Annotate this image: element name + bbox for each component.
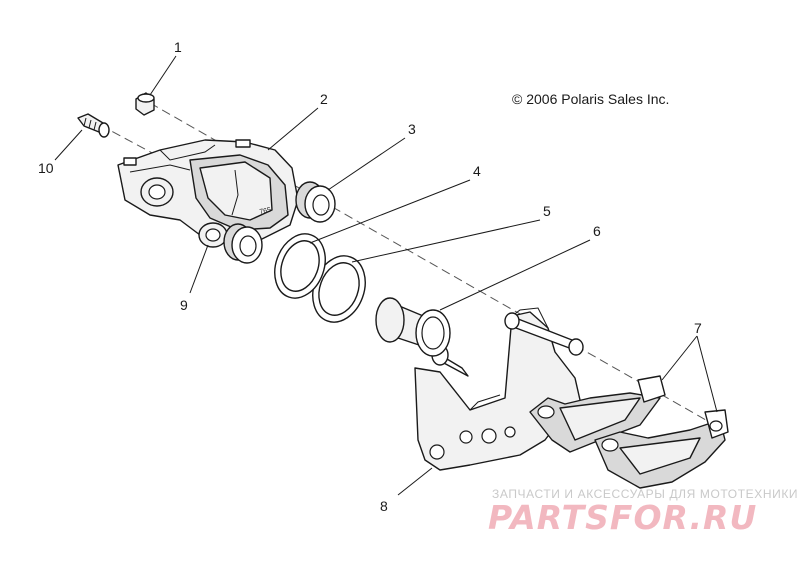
- part-7-brake-pad-inner: [529, 375, 666, 453]
- copyright-notice: © 2006 Polaris Sales Inc.: [512, 91, 670, 107]
- callout-3: 3: [408, 121, 416, 137]
- callout-10: 10: [38, 160, 54, 176]
- part-2-caliper-body: 765: [117, 139, 299, 248]
- part-7-brake-pad-outer: [594, 409, 729, 489]
- callout-labels: 1 2 3 4 5 6 7 8 9 10: [38, 39, 702, 514]
- leader-lines: [54, 55, 718, 496]
- part-10-bleeder-screw: [77, 113, 110, 138]
- callout-2: 2: [320, 91, 328, 107]
- callout-5: 5: [543, 203, 551, 219]
- callout-9: 9: [180, 297, 188, 313]
- callout-7: 7: [694, 320, 702, 336]
- part-3-caliper-piston: [295, 181, 336, 223]
- callout-8: 8: [380, 498, 388, 514]
- part-8-mounting-bracket: [414, 307, 581, 471]
- part-1-bleeder-cap: [135, 92, 155, 116]
- callout-6: 6: [593, 223, 601, 239]
- callout-1: 1: [174, 39, 182, 55]
- part-4-seal-ring: [274, 233, 326, 299]
- caliper-marking: 765: [259, 207, 272, 216]
- part-5-seal-ring: [312, 255, 366, 323]
- watermark-logo: PARTSFOR.RU: [488, 498, 758, 537]
- watermark-caption: ЗАПЧАСТИ И АКСЕССУАРЫ ДЛЯ МОТОТЕХНИКИ: [492, 487, 799, 501]
- part-6-piston: [375, 297, 451, 357]
- part-9-caliper-piston: [223, 223, 263, 264]
- callout-4: 4: [473, 163, 481, 179]
- bracket-guide-pins: [431, 312, 584, 377]
